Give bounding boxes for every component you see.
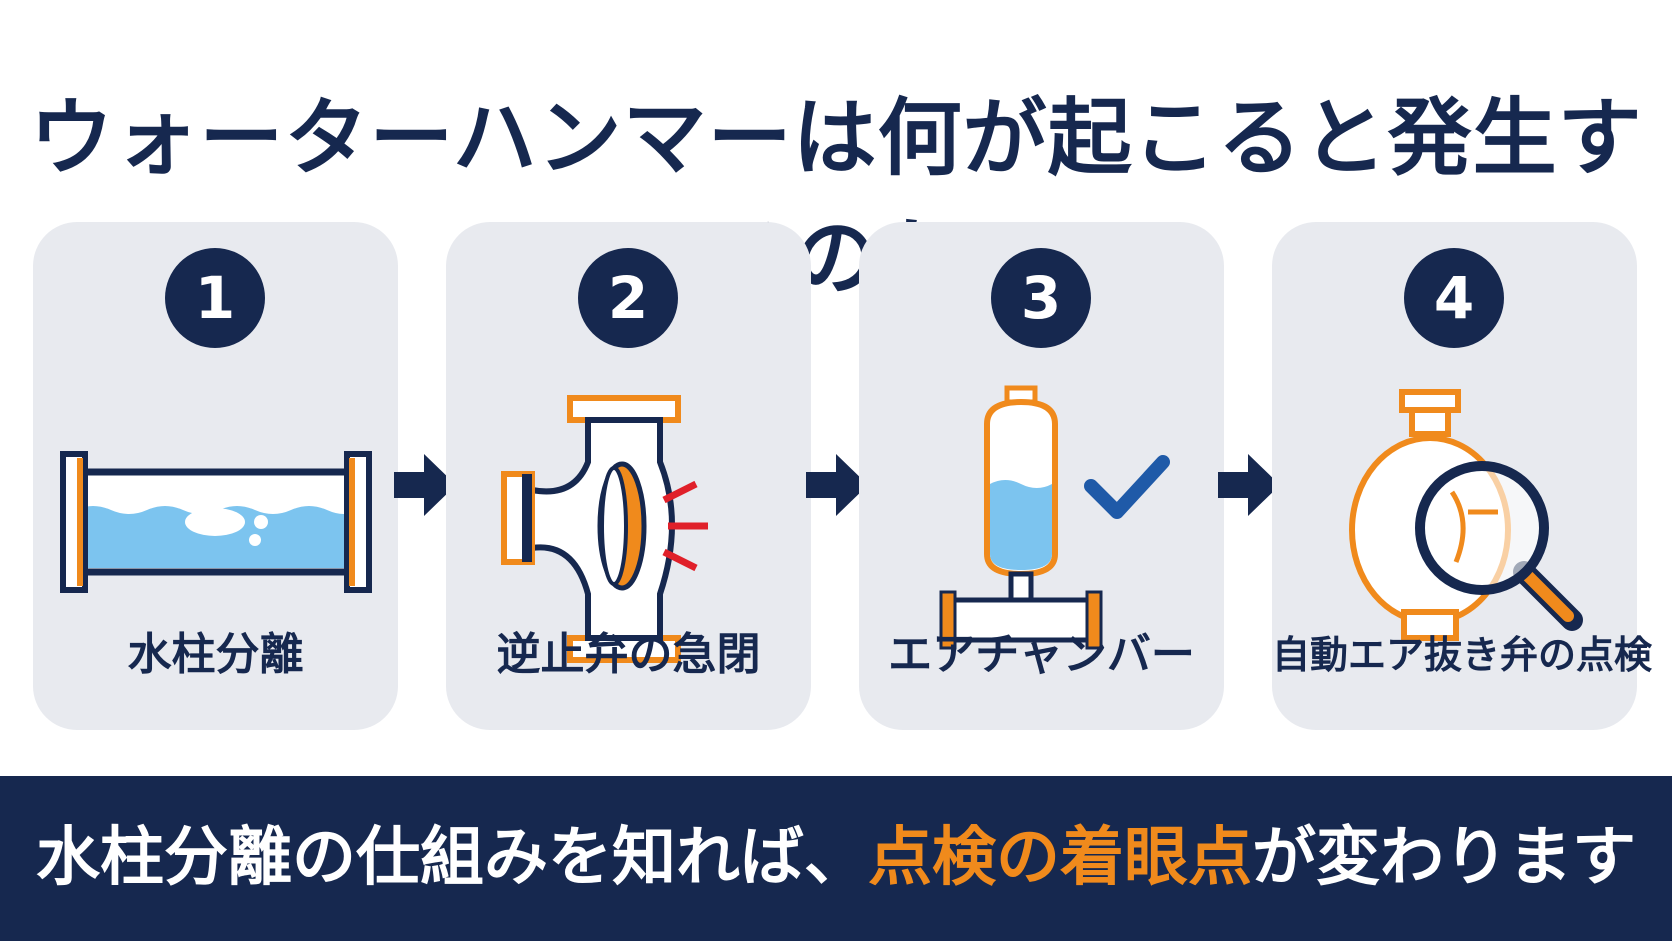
step-badge-3: 3 xyxy=(991,248,1091,348)
pipe-water-column-icon xyxy=(60,451,372,593)
step-label-3: エアチャンバー xyxy=(888,629,1195,680)
step-label-1: 水柱分離 xyxy=(127,629,304,680)
air-valve-inspection-icon xyxy=(1349,389,1583,641)
step-card-4: 4 自動エア抜き弁の点検 xyxy=(1272,222,1653,730)
step-label-2: 逆止弁の急閉 xyxy=(496,629,761,680)
step-badge-1: 1 xyxy=(165,248,265,348)
check-valve-closing-icon xyxy=(501,395,708,663)
step-badge-2: 2 xyxy=(578,248,678,348)
arrow-right-icon xyxy=(1218,454,1280,516)
air-chamber-icon xyxy=(939,385,1170,650)
step-label-4: 自動エア抜き弁の点検 xyxy=(1272,633,1653,677)
arrow-right-icon xyxy=(394,454,456,516)
page-title: ウォーターハンマーは何が起こると発生するのか xyxy=(29,89,1643,307)
step-card-1: 1 水柱分離 xyxy=(33,222,398,730)
summary-text-after: が変わります xyxy=(1252,821,1636,895)
step-card-3: 3 エアチャンバー xyxy=(859,222,1224,730)
step-badge-4: 4 xyxy=(1404,248,1504,348)
step-card-2: 2 逆止弁の急閉 xyxy=(446,222,811,730)
summary-text: 水柱分離の仕組みを知れば、点検の着眼点が変わります xyxy=(0,776,1672,941)
summary-text-highlight: 点検の着眼点 xyxy=(868,821,1252,895)
arrow-right-icon xyxy=(806,454,868,516)
summary-banner: 水柱分離の仕組みを知れば、点検の着眼点が変わります xyxy=(0,776,1672,941)
summary-text-before: 水柱分離の仕組みを知れば、 xyxy=(36,821,868,895)
